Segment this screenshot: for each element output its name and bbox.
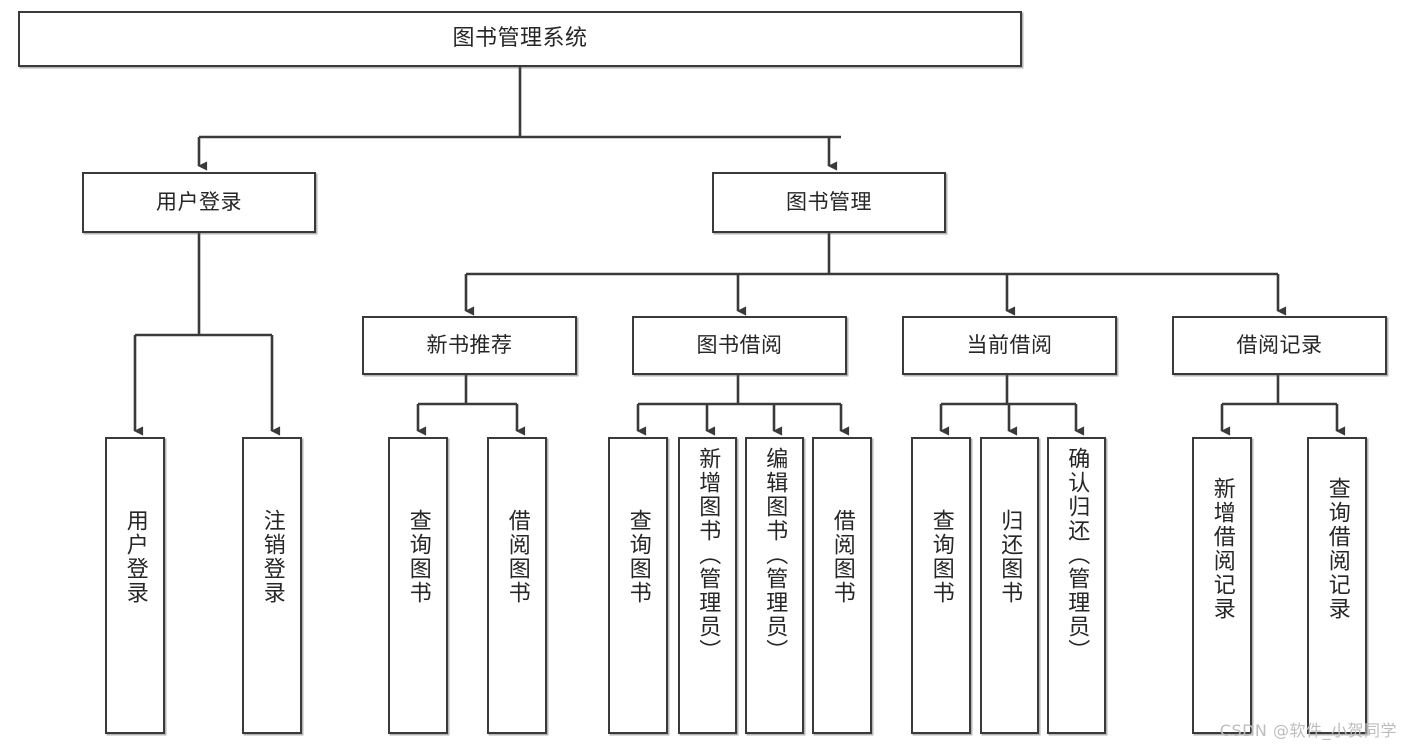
- node-label: 注销登录: [259, 509, 285, 605]
- node-borrow-record[interactable]: 借阅记录: [1172, 316, 1387, 375]
- leaf-query-book-recommend[interactable]: 查询图书: [388, 437, 448, 734]
- node-label: 图书管理系统: [452, 25, 588, 51]
- node-label: 新增图书（管理员）: [695, 447, 721, 663]
- leaf-return-book[interactable]: 归还图书: [980, 437, 1039, 734]
- leaf-confirm-return-admin[interactable]: 确认归还（管理员）: [1047, 437, 1106, 734]
- leaf-user-login[interactable]: 用户登录: [105, 437, 165, 734]
- watermark-text: CSDN @软件_小贺同学: [1219, 721, 1397, 740]
- node-new-book-recommend[interactable]: 新书推荐: [362, 316, 577, 375]
- leaf-query-borrow-record[interactable]: 查询借阅记录: [1307, 437, 1367, 734]
- leaf-borrow-book-borrow[interactable]: 借阅图书: [812, 437, 872, 734]
- node-root-system[interactable]: 图书管理系统: [18, 11, 1022, 67]
- node-book-management[interactable]: 图书管理: [712, 172, 946, 233]
- node-label: 归还图书: [997, 509, 1023, 605]
- node-label: 确认归还（管理员）: [1064, 447, 1090, 663]
- node-label: 借阅图书: [829, 509, 855, 605]
- leaf-query-book-borrow[interactable]: 查询图书: [608, 437, 668, 734]
- node-label: 图书管理: [786, 189, 872, 214]
- node-label: 编辑图书（管理员）: [762, 447, 788, 663]
- node-label: 当前借阅: [966, 332, 1053, 357]
- node-label: 新增借阅记录: [1209, 477, 1235, 621]
- leaf-logout[interactable]: 注销登录: [242, 437, 302, 734]
- leaf-borrow-book-recommend[interactable]: 借阅图书: [487, 437, 547, 734]
- node-label: 用户登录: [156, 189, 242, 214]
- node-label: 查询图书: [928, 509, 954, 605]
- leaf-query-book-current[interactable]: 查询图书: [911, 437, 971, 734]
- node-user-login[interactable]: 用户登录: [82, 172, 316, 233]
- node-label: 用户登录: [122, 509, 148, 605]
- node-label: 图书借阅: [696, 332, 783, 357]
- leaf-add-borrow-record[interactable]: 新增借阅记录: [1192, 437, 1252, 734]
- node-label: 查询图书: [625, 509, 651, 605]
- node-current-borrow[interactable]: 当前借阅: [902, 316, 1117, 375]
- leaf-edit-book-admin[interactable]: 编辑图书（管理员）: [745, 437, 804, 734]
- node-label: 新书推荐: [426, 332, 513, 357]
- node-book-borrow[interactable]: 图书借阅: [632, 316, 847, 375]
- node-label: 查询图书: [405, 509, 431, 605]
- leaf-add-book-admin[interactable]: 新增图书（管理员）: [678, 437, 737, 734]
- node-label: 借阅记录: [1236, 332, 1323, 357]
- node-label: 借阅图书: [504, 509, 530, 605]
- node-label: 查询借阅记录: [1324, 477, 1350, 621]
